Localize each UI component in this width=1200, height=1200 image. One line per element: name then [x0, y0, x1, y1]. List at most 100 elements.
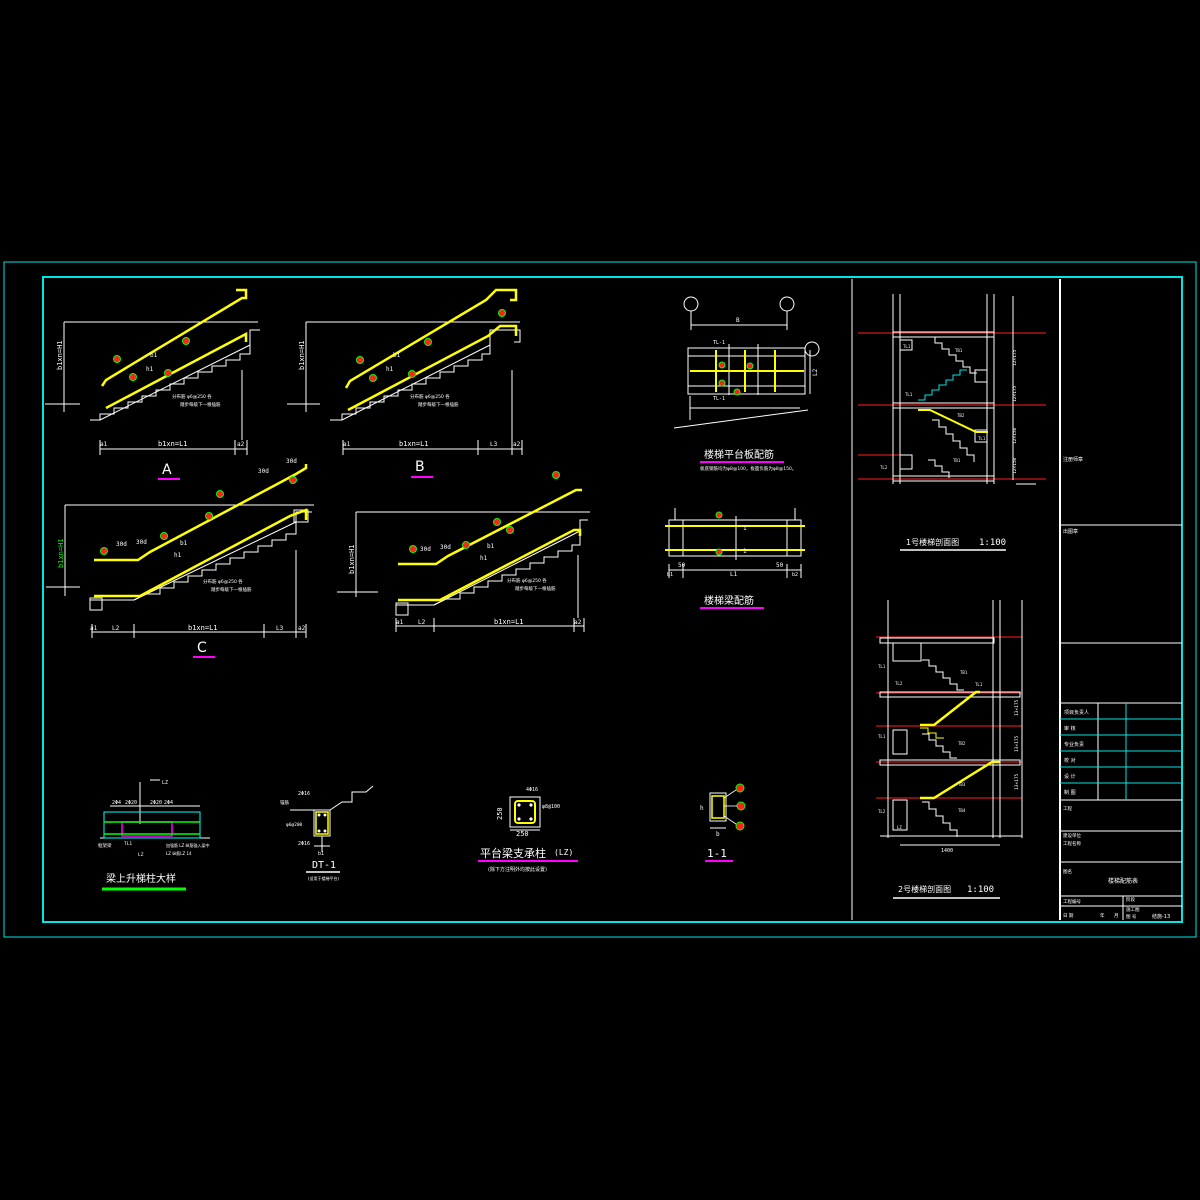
platform-slab-title: 楼梯平台板配筋 — [704, 448, 774, 461]
sec2-dim-2: 13×175 — [1014, 735, 1020, 752]
stair-type-b: b1xn=H1 b1xn=L1 L3 b1 h1 a1 a2 分布筋 φ6@25… — [287, 288, 523, 478]
platform-slab-dim-l2: L2 — [812, 368, 819, 376]
lz-column-h: 250 — [496, 807, 504, 820]
tb-role-3: 专业负责 — [1064, 741, 1084, 748]
tb-drawing-name: 楼梯配筋表 — [1108, 877, 1138, 885]
dt1-detail: 2Φ16 φ6@200 2Φ16 锚筋 b1 DT-1 (适用于楼梯平台) — [280, 785, 374, 881]
stair-c-label: C — [197, 640, 207, 656]
stair-b-span-label: b1xn=L1 — [399, 440, 429, 448]
lz-column-b: 250 — [516, 830, 529, 838]
stair-1-section: TL1 TB1 TL1 TB2 TL1 TB1 TL2 12×175 12×17… — [858, 294, 1046, 551]
stair-c-l3: L3 — [276, 625, 284, 632]
stair-beam-span: L1 — [730, 571, 738, 578]
sec2-dim-1: 13×175 — [1014, 699, 1020, 716]
stair-c-span-label: b1xn=L1 — [188, 624, 218, 632]
stair-beam-b1: b1 — [667, 572, 673, 578]
sec2-label-tb4: TB4 — [958, 808, 966, 813]
lz-on-beam-d1: 2Φ4 — [112, 800, 121, 806]
stair-c-30d-d: 30d — [286, 458, 297, 465]
stair-beam-title: 楼梯梁配筋 — [704, 594, 754, 607]
lz-on-beam-bottom-1: LZ — [138, 852, 144, 858]
stair-d-height-label: b1xn=H1 — [348, 544, 356, 574]
stair-b-note-1: 分布筋 φ6@250 各 — [410, 393, 450, 400]
lz-on-beam-bottom-2: 加强筋 LZ 纵筋锚入梁中 — [166, 842, 210, 848]
sec1-label-tl1-a: TL1 — [903, 344, 911, 349]
stair-b-b1: b1 — [393, 352, 401, 359]
sec1-dim-4: 12×150 — [1012, 457, 1018, 474]
stair-beam-section-bottom: 1 — [743, 548, 747, 555]
sec2-label-tl1-a: TL1 — [878, 664, 886, 669]
sec1-label-tl1-c: TL1 — [978, 436, 986, 441]
stair-d-span-label: b1xn=L1 — [494, 618, 524, 626]
stair-a-a2: a2 — [237, 441, 245, 448]
tb-design-no-label: 工程编号 — [1063, 898, 1081, 905]
dt1-d3: 2Φ16 — [298, 841, 310, 847]
section-11-b: b — [716, 831, 720, 838]
stair-d-a2: a2 — [574, 619, 582, 626]
tb-sheet-value: 结施-13 — [1152, 913, 1170, 920]
stair-d-note-1: 分布筋 φ6@250 各 — [507, 577, 547, 584]
stair-b-note-2: 踏步每级下一根插筋 — [418, 401, 459, 408]
sec1-label-tl1-b: TL1 — [905, 392, 913, 397]
tb-role-6: 制 图 — [1064, 789, 1076, 796]
stair-c-a1: a1 — [90, 625, 98, 632]
sec1-title: 1号楼梯剖面图 — [906, 537, 959, 547]
stair-b-a2: a2 — [513, 441, 521, 448]
lz-column-detail: 4Φ16 φ8@100 250 250 平台梁支承柱 (LZ) (除下方注明外均… — [478, 787, 578, 873]
stair-2-section: TL1 TB1 TL2 TL1 TB2 TL1 TB3 TL2 TB4 LZ 1… — [876, 600, 1023, 899]
sec2-label-tl1-c: TL1 — [975, 682, 983, 687]
stair-type-a: b1xn=H1 b1xn=L1 b1 h1 a1 a2 分布筋 φ6@250 各… — [45, 288, 260, 480]
tb-role-2: 审 核 — [1064, 725, 1076, 732]
tb-client-label: 建设单位 — [1063, 832, 1081, 839]
stair-type-d: b1xn=H1 b1xn=L1 L2 30d 30d b1 h1 a1 a2 分… — [337, 471, 590, 632]
platform-slab-plan: B L2 TL-1 TL-1 楼梯平台板配筋 板底钢筋均为φ8@100，板面负筋… — [673, 296, 820, 472]
stair-beam-detail: 1 1 50 L1 50 b1 b2 楼梯梁配筋 — [665, 508, 805, 609]
stair-b-height-label: b1xn=H1 — [298, 340, 306, 370]
stair-beam-section-top: 1 — [743, 525, 747, 532]
stair-c-l2: L2 — [112, 625, 120, 632]
sec2-dim-3: 13×175 — [1014, 773, 1020, 790]
lz-on-beam-d2: 2Φ20 — [125, 800, 137, 806]
stair-d-30d-b: 30d — [440, 544, 451, 551]
stair-a-span-label: b1xn=L1 — [158, 440, 188, 448]
stair-c-30d-b: 30d — [136, 539, 147, 546]
stair-d-b1: b1 — [487, 543, 495, 550]
tb-register-seal: 注册师章 — [1063, 456, 1083, 463]
stair-a-note-2: 踏步每级下一根插筋 — [180, 401, 221, 408]
stair-d-a1: a1 — [396, 619, 404, 626]
stair-beam-b2: b2 — [792, 572, 798, 578]
lz-on-beam-d3: 2Φ20 — [150, 800, 162, 806]
sec1-dim-2: 12×175 — [1012, 385, 1018, 402]
lz-on-beam-title: 梁上升梯柱大样 — [106, 872, 176, 885]
title-block: 注册师章 出图章 项目负责人 审 核 专业负责 校 对 设 计 制 图 工程 建… — [1060, 456, 1182, 920]
tb-role-5: 设 计 — [1064, 773, 1076, 780]
stair-c-note-1: 分布筋 φ6@250 各 — [203, 578, 243, 585]
tb-project-label: 工程 — [1063, 805, 1072, 812]
stair-b-a1: a1 — [343, 441, 351, 448]
sec1-label-tl2: TL2 — [880, 465, 888, 470]
sec1-dim-3: 12×150 — [1012, 427, 1018, 444]
sec2-scale: 1:100 — [967, 885, 994, 895]
inner-drawing-border — [42, 276, 1183, 923]
tb-date-label: 日 期 — [1063, 913, 1074, 919]
stair-c-height-label: b1xn=H1 — [57, 538, 65, 568]
lz-on-beam-tag: LZ — [162, 780, 168, 786]
tb-month: 月 — [1114, 913, 1119, 919]
stair-d-h1: h1 — [480, 555, 488, 562]
stair-type-c: b1xn=H1 b1xn=L1 L2 L3 30d 30d 30d 30d b1… — [46, 458, 314, 658]
platform-slab-note: 板底钢筋均为φ8@100，板面负筋为φ8@150。 — [700, 465, 796, 472]
sec2-title: 2号楼梯剖面图 — [898, 884, 951, 894]
lz-on-beam-left-note: 框架梁 — [98, 842, 112, 849]
stair-d-note-2: 踏步每级下一根插筋 — [515, 585, 556, 592]
stair-a-note-1: 分布筋 φ6@250 各 — [172, 393, 212, 400]
sec2-label-tb2: TB2 — [958, 741, 966, 746]
tb-issue-seal: 出图章 — [1063, 528, 1078, 535]
sec1-label-tb2: TB2 — [957, 413, 965, 418]
stair-beam-left-dim: 50 — [678, 562, 686, 569]
sec2-label-tl1-b: TL1 — [878, 734, 886, 739]
sec1-scale: 1:100 — [979, 538, 1006, 548]
dt1-d1: 2Φ16 — [298, 791, 310, 797]
lz-on-beam-d4: 2Φ4 — [164, 800, 173, 806]
stair-c-b1: b1 — [180, 540, 188, 547]
